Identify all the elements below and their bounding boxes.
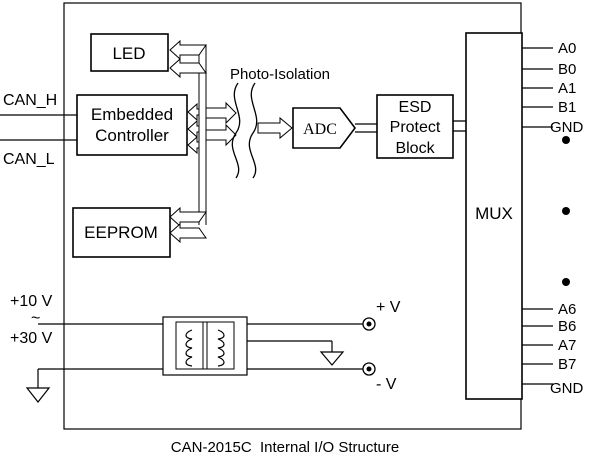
can-h-label: CAN_H — [3, 92, 57, 109]
eeprom-arrow-icon-2 — [169, 222, 207, 244]
can-bus-lines — [0, 114, 77, 141]
pin-label: B1 — [558, 99, 576, 116]
controller-arrow-icon-2 — [187, 119, 200, 139]
minus-v-terminal — [362, 362, 376, 376]
pin-label: A1 — [558, 80, 576, 97]
mux-label: MUX — [475, 204, 513, 223]
coil-icon — [185, 329, 193, 367]
minus-v-label: - V — [376, 376, 397, 393]
pin-label: GND — [550, 380, 584, 397]
led-arrow-icon — [169, 39, 207, 61]
controller-arrow-icon-1 — [187, 102, 200, 122]
supply-tilde-label: ~ — [31, 310, 40, 327]
supply-high-label: +30 V — [10, 330, 53, 347]
pin-label: GND — [550, 119, 584, 136]
power-output-lines — [247, 323, 366, 370]
embedded-controller-block: Embedded Controller — [76, 94, 188, 156]
pin-label: A7 — [558, 337, 576, 354]
eeprom-label: EEPROM — [84, 223, 158, 242]
esd-label-line1: ESD — [399, 99, 432, 116]
controller-label-line1: Embedded — [91, 105, 173, 124]
photo-isolation-barrier — [231, 82, 258, 179]
top-pin-group — [522, 47, 553, 128]
pin-label: A6 — [558, 301, 576, 318]
internal-bus-arrows — [169, 39, 207, 244]
bottom-pin-labels: A6 B6 A7 B7 GND — [550, 301, 584, 397]
pin-label: A0 — [558, 40, 576, 57]
plus-v-terminal — [362, 317, 376, 331]
ground-icon — [25, 387, 51, 403]
plus-v-label: + V — [376, 299, 401, 316]
coil-icon — [217, 329, 225, 367]
top-pin-labels: A0 B0 A1 B1 GND — [550, 40, 584, 136]
pin-label: B0 — [558, 61, 576, 78]
led-arrow-icon-2 — [169, 57, 207, 79]
isolated-power-transformer — [162, 316, 248, 376]
bottom-pin-group — [522, 308, 553, 385]
eeprom-arrow-icon — [169, 206, 207, 228]
diagram-caption: CAN-2015C Internal I/O Structure — [171, 439, 399, 456]
ground-icon — [319, 351, 345, 366]
controller-label-line2: Controller — [95, 126, 169, 145]
esd-label-line2: Protect — [390, 119, 441, 136]
esd-protect-block: ESD Protect Block — [376, 94, 454, 159]
led-block: LED — [90, 33, 169, 72]
pin-ellipsis — [562, 136, 570, 286]
adc-block: ADC — [292, 107, 356, 149]
eeprom-block: EEPROM — [72, 207, 171, 258]
esd-label-line3: Block — [395, 140, 435, 157]
can-l-label: CAN_L — [3, 151, 55, 168]
adc-esd-link — [355, 123, 377, 133]
adc-label: ADC — [303, 121, 337, 138]
power-input-lines — [37, 323, 163, 388]
pin-label: B7 — [558, 356, 576, 373]
led-label: LED — [112, 44, 145, 63]
photo-isolation-label: Photo-Isolation — [230, 66, 330, 83]
supply-low-label: +10 V — [10, 293, 53, 310]
controller-arrow-icon-3 — [187, 135, 200, 155]
mux-block: MUX — [465, 32, 523, 400]
pin-label: B6 — [558, 318, 576, 335]
isolation-arrows — [205, 101, 293, 147]
esd-mux-link — [453, 120, 466, 132]
